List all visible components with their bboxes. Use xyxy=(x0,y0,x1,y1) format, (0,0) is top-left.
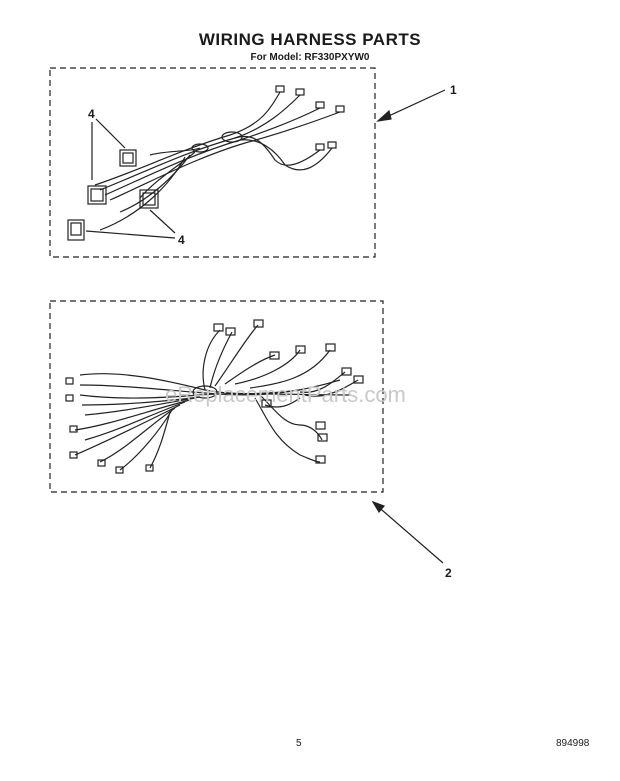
page-number: 5 xyxy=(296,738,302,749)
callout-2: 2 xyxy=(445,566,452,580)
document-number: 894998 xyxy=(556,738,590,749)
model-subtitle: For Model: RF330PXYW0 xyxy=(250,52,370,63)
leader-line-1 xyxy=(379,89,446,121)
leader-line-4a xyxy=(95,118,126,149)
harness-1-frame xyxy=(49,67,376,258)
leader-line-2 xyxy=(374,503,444,564)
watermark: eReplacementParts.com xyxy=(165,382,406,407)
callout-4-top: 4 xyxy=(88,107,95,121)
harness-1-drawing xyxy=(67,85,345,241)
leader-line-4d xyxy=(85,230,176,239)
callout-1: 1 xyxy=(450,83,457,97)
callout-4-bottom: 4 xyxy=(178,233,185,247)
harness-2-drawing xyxy=(65,319,364,474)
page-title: WIRING HARNESS PARTS xyxy=(198,30,422,49)
harness-2-frame xyxy=(49,300,384,493)
leader-line-4c xyxy=(149,209,176,234)
